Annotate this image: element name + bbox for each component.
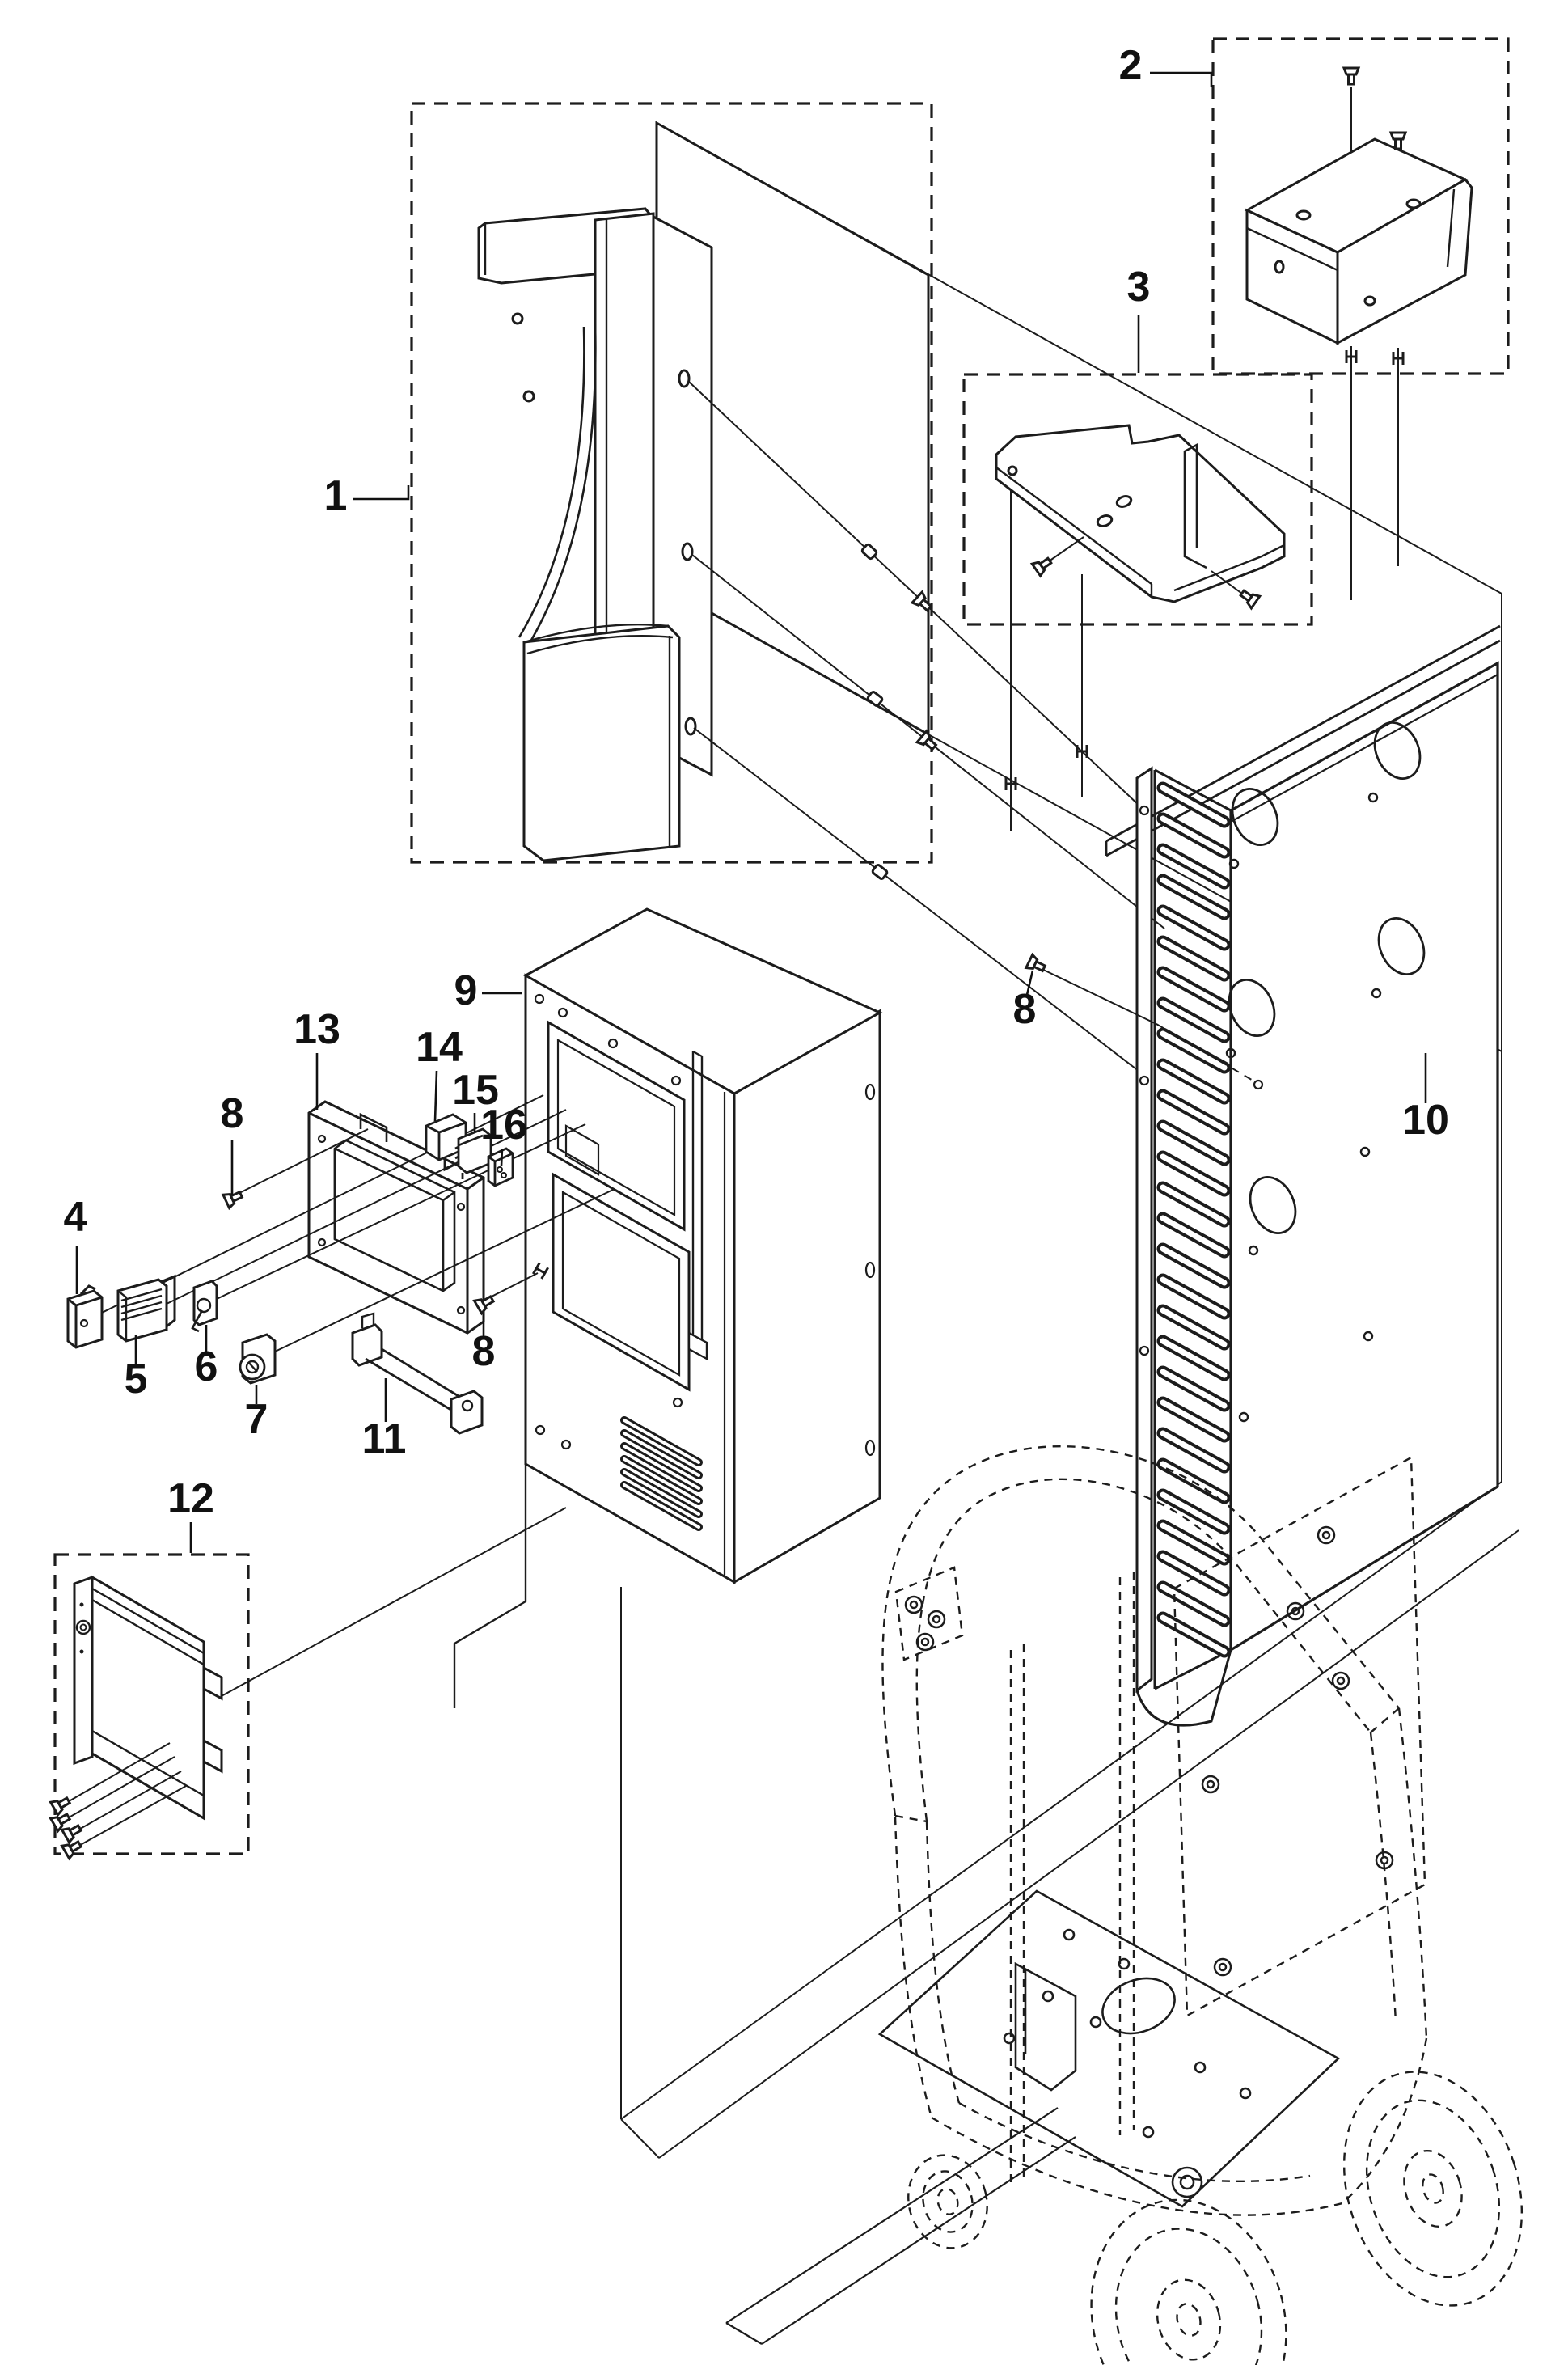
screw-icon: [1342, 66, 1360, 86]
callout-8c-leader: [1025, 970, 1034, 996]
dashed-box-part-2: [1211, 37, 1510, 375]
callout-8a-label: 8: [221, 1090, 244, 1137]
callout-12-label: 12: [167, 1475, 214, 1522]
callout-1-leader: [353, 485, 410, 501]
screw-icon: [222, 1187, 246, 1210]
side-panel-lower-duct: [522, 624, 681, 862]
part-10-rear-panel-assembly: [1105, 442, 1501, 1727]
side-panel-curve: [518, 323, 597, 648]
callout-14-leader: [433, 1070, 438, 1122]
chassis-outline-lines: [219, 122, 1519, 2159]
door-hinge: [202, 1665, 223, 1701]
callouts: 1 2 3 4 5 6 7 8 8 8 9 10 11 12 13 14 15 …: [64, 42, 1449, 1553]
door-hinge: [202, 1738, 223, 1774]
part-3-top-plate-assembly: [995, 424, 1286, 831]
part-9-front-panel-assembly: [453, 908, 883, 1708]
callout-16-label: 16: [480, 1102, 527, 1149]
callout-2-label: 2: [1119, 42, 1143, 89]
part-16-switch: [487, 1147, 514, 1187]
part-11-handle-bar: [351, 1312, 484, 1435]
lower-cutout: [552, 1172, 691, 1392]
callout-13-label: 13: [294, 1006, 340, 1053]
side-panel-channel: [594, 212, 655, 694]
part-2-cover-assembly: [1244, 66, 1473, 600]
cart-left-bracket: [894, 1566, 964, 1661]
door-panel: [91, 1575, 205, 1821]
callout-2-leader: [1150, 71, 1213, 87]
screw-icon: [1236, 586, 1262, 610]
panel-rod: [691, 1050, 704, 1343]
cart-subframe-plate: [725, 1889, 1341, 2345]
callout-11-label: 11: [362, 1415, 407, 1462]
screw-icon: [61, 1820, 85, 1844]
callout-14-label: 14: [416, 1024, 463, 1071]
cart-left-leg: [894, 1816, 961, 2118]
cart-left-wheel: [907, 2154, 988, 2249]
callout-9-label: 9: [454, 967, 478, 1014]
screw-icon: [1025, 953, 1049, 976]
front-panel-side-wall: [733, 1009, 881, 1584]
callout-7-label: 7: [245, 1396, 268, 1443]
callout-4-label: 4: [64, 1194, 87, 1241]
callout-8b-label: 8: [472, 1328, 496, 1375]
grille-left-rail: [1135, 766, 1153, 1694]
dashed-box-part-3: [962, 373, 1313, 626]
callout-8c-label: 8: [1013, 986, 1037, 1033]
screw-icon: [61, 1836, 85, 1860]
callout-3-label: 3: [1127, 264, 1151, 311]
callout-1-label: 1: [324, 472, 348, 519]
cart-handle-inner: [915, 1478, 1371, 1822]
callout-10-label: 10: [1402, 1097, 1449, 1144]
part-4-block: [66, 1284, 104, 1349]
callout-15-label: 15: [452, 1067, 499, 1114]
callout-16-leader: [500, 1148, 504, 1167]
cart-uprights: [1009, 1572, 1135, 2184]
cart-handle-outer: [881, 1445, 1400, 1817]
upper-cutout: [547, 1020, 686, 1232]
part-12-door-assembly: [64, 1575, 223, 1848]
phantom-cart-frame: [881, 1445, 1524, 2365]
dashed-box-part-12: [53, 1553, 250, 1855]
cart-base-rails: [931, 2037, 1428, 2216]
part-7-rotary-switch: [239, 1333, 277, 1385]
part-1-side-panel-assembly: [477, 121, 930, 862]
part-6-toggle-switch: [191, 1280, 218, 1333]
screw-icon: [1030, 553, 1055, 578]
cart-front-wheel: [1090, 2198, 1287, 2365]
cover-side-face: [1336, 178, 1473, 345]
cart-rear-wheel: [1342, 2071, 1524, 2307]
part-5-slotted-module: [116, 1274, 176, 1343]
cart-right-leg: [1369, 1707, 1428, 2039]
cart-mount-plate: [1173, 1456, 1426, 2017]
callout-5-label: 5: [125, 1356, 148, 1402]
dashed-box-part-1: [410, 102, 933, 864]
screw-8-right: [1025, 953, 1264, 1090]
callout-6-label: 6: [195, 1343, 218, 1390]
